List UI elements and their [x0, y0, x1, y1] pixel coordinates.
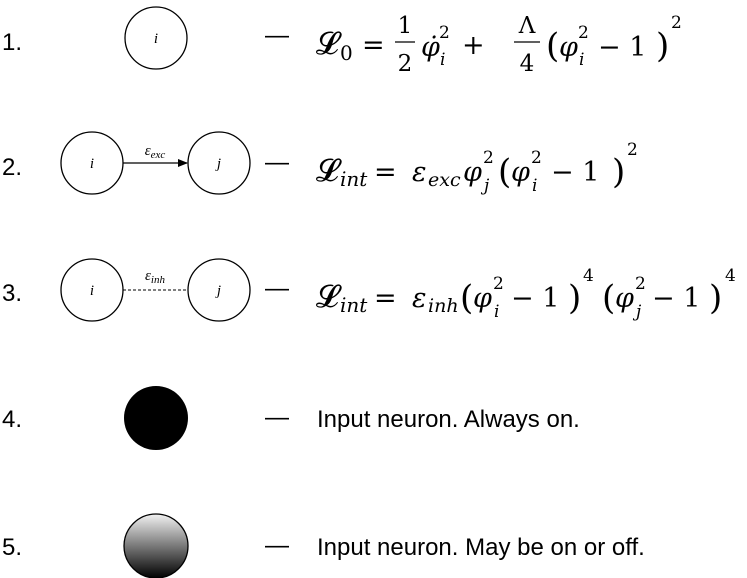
- row-2-neuron-j-label: j: [215, 156, 221, 172]
- svg-text:ε: ε: [412, 157, 427, 188]
- svg-text:(: (: [460, 278, 473, 318]
- svg-text:i: i: [579, 50, 584, 70]
- svg-text:4: 4: [725, 266, 736, 286]
- svg-text:=: =: [374, 283, 397, 314]
- svg-text:2: 2: [439, 23, 450, 43]
- svg-text:φ̇: φ̇: [421, 32, 440, 63]
- equation-2-excitatory-interaction: 𝓛 int = ε exc φ 2 j ( φ 2 i − 1 ) 2: [316, 140, 638, 196]
- equation-3-inhibitory-interaction: 𝓛 int = ε inh ( φ 2 i − 1 ) 4 ( φ 2 j − …: [316, 266, 736, 322]
- row-3-number: 3.: [2, 280, 22, 307]
- svg-text:): ): [568, 278, 581, 318]
- svg-text:(: (: [602, 278, 615, 318]
- svg-text:𝓛: 𝓛: [316, 153, 342, 189]
- svg-text:2: 2: [483, 148, 494, 168]
- svg-text:φ: φ: [559, 32, 578, 63]
- svg-text:φ: φ: [473, 283, 492, 314]
- svg-text:j: j: [480, 176, 490, 196]
- svg-text:=: =: [374, 157, 397, 188]
- row-2-neuron-i-label: i: [90, 156, 94, 172]
- svg-text:(: (: [546, 26, 559, 66]
- input-neuron-always-on: [124, 386, 188, 450]
- svg-text:2: 2: [531, 148, 542, 168]
- svg-text:− 1: − 1: [652, 283, 700, 314]
- svg-text:i: i: [440, 50, 445, 70]
- svg-text:− 1: − 1: [598, 32, 646, 63]
- row-1-neuron-i: [124, 6, 188, 70]
- row-2-dash: —: [265, 149, 289, 176]
- svg-text:0: 0: [340, 41, 353, 65]
- svg-text:): ): [612, 152, 625, 192]
- row-5-dash: —: [265, 532, 289, 559]
- row-4-dash: —: [265, 404, 289, 431]
- svg-text:2: 2: [578, 23, 589, 43]
- svg-text:+: +: [462, 30, 485, 61]
- svg-text:1: 1: [398, 13, 413, 39]
- svg-text:j: j: [632, 302, 642, 322]
- svg-text:int: int: [340, 293, 368, 317]
- svg-text:φ: φ: [463, 157, 482, 188]
- svg-text:− 1: − 1: [551, 157, 599, 188]
- svg-text:φ: φ: [511, 157, 530, 188]
- row-5-number: 5.: [2, 534, 22, 561]
- svg-text:𝓛: 𝓛: [316, 26, 342, 62]
- svg-text:(: (: [498, 152, 511, 192]
- inhibitory-edge-label: εinh: [145, 268, 165, 286]
- row-3-neuron-j-label: j: [215, 283, 221, 299]
- svg-text:2: 2: [398, 51, 413, 77]
- svg-text:exc: exc: [428, 169, 461, 191]
- excitatory-edge-label: εexc: [145, 143, 166, 161]
- row-2-number: 2.: [2, 154, 22, 181]
- svg-text:2: 2: [671, 13, 682, 33]
- svg-text:int: int: [340, 167, 368, 191]
- row-1-neuron-i-label: i: [154, 31, 158, 47]
- svg-text:2: 2: [493, 274, 504, 294]
- svg-text:inh: inh: [428, 295, 459, 317]
- svg-text:4: 4: [520, 51, 535, 77]
- svg-text:ε: ε: [412, 283, 427, 314]
- svg-text:− 1: − 1: [511, 283, 559, 314]
- row-4-number: 4.: [2, 406, 22, 433]
- row-3-dash: —: [265, 275, 289, 302]
- svg-text:): ): [709, 278, 722, 318]
- svg-text:4: 4: [583, 266, 594, 286]
- svg-text:φ: φ: [615, 283, 634, 314]
- svg-text:i: i: [532, 176, 537, 196]
- svg-text:2: 2: [627, 140, 638, 160]
- row-3-neuron-i-label: i: [90, 283, 94, 299]
- row-5-description: Input neuron. May be on or off.: [317, 534, 645, 561]
- row-3-neuron-j: [187, 258, 251, 322]
- input-neuron-switchable: [123, 513, 189, 578]
- row-2-neuron-j: [187, 131, 251, 195]
- equation-1-lagrangian-0: 𝓛 0 = 1 2 φ̇ 2 i + Λ 4 ( φ 2 i − 1 ) 2: [316, 13, 682, 77]
- svg-text:Λ: Λ: [518, 13, 536, 39]
- svg-text:=: =: [362, 30, 385, 61]
- svg-text:i: i: [494, 302, 499, 322]
- svg-text:): ): [656, 26, 669, 66]
- row-1-number: 1.: [2, 29, 22, 56]
- svg-text:𝓛: 𝓛: [316, 279, 342, 315]
- row-4-description: Input neuron. Always on.: [317, 406, 580, 433]
- row-1-dash: —: [265, 22, 289, 49]
- svg-text:2: 2: [635, 274, 646, 294]
